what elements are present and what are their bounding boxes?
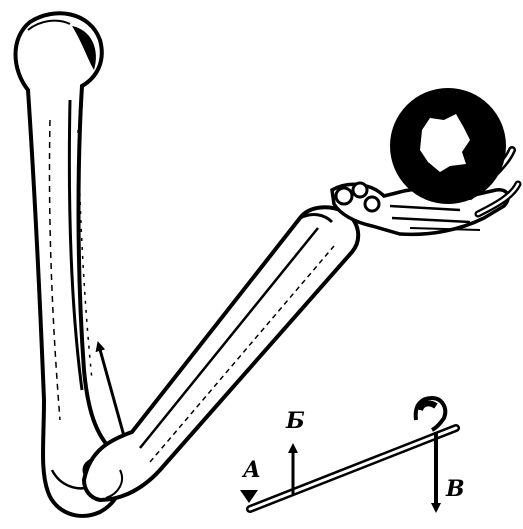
biceps-force-arrow [99,346,124,436]
label-a: А [243,459,261,481]
lever-scheme [240,398,456,509]
fulcrum-icon [240,490,258,503]
ball [390,88,506,204]
forearm-bones [84,207,358,500]
label-b: Б [286,410,305,432]
humerus-bone [16,13,123,516]
label-v: В [446,478,465,500]
